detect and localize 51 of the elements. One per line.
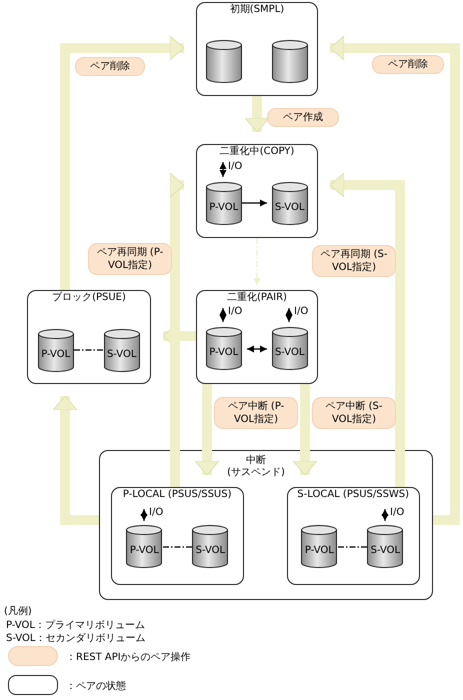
arrow: [220, 308, 226, 322]
arrow: [286, 308, 292, 322]
state-box: [286, 486, 420, 585]
legend-note: S-VOL：セカンダリボリューム: [6, 632, 146, 645]
connector-line: [163, 546, 193, 548]
transition-arrow: [60, 36, 184, 290]
transition-arrow: [244, 96, 270, 132]
legend-text: ：ペアの状態: [66, 680, 126, 693]
state-title: S-LOCAL (PSUS/SSWS): [296, 488, 410, 501]
state-box: [196, 144, 318, 238]
transition-arrow: [330, 172, 405, 487]
transition-arrow: [292, 384, 318, 476]
arrow: [247, 346, 267, 352]
edge-label: I/O: [228, 161, 242, 172]
state-box: [110, 486, 244, 585]
connector-line: [74, 349, 104, 351]
transition-arrow: [170, 172, 184, 487]
edge-label: I/O: [149, 507, 164, 518]
operation-label: ペア削除: [75, 57, 145, 76]
legend-heading: (凡例): [4, 605, 32, 618]
state-title: P-LOCAL (PSUS/SSUS): [122, 488, 233, 501]
arrow: [140, 509, 148, 521]
connector-line: [338, 546, 368, 548]
state-box: [196, 2, 318, 96]
arrow: [254, 238, 260, 285]
group-box: [99, 450, 433, 600]
edge-label: I/O: [390, 507, 404, 518]
operation-label: ペア再同期 (P-VOL指定): [88, 243, 172, 275]
transition-arrow: [194, 384, 220, 476]
arrow: [220, 162, 226, 177]
operation-label: ペア削除: [372, 55, 444, 74]
edge-label: I/O: [228, 306, 242, 317]
legend-text: ：REST APIからのペア操作: [66, 651, 191, 664]
state-title: ブロック(PSUE): [51, 292, 127, 304]
operation-label: ペア作成: [267, 108, 339, 127]
operation-label: ペア再同期 (S-VOL指定): [312, 245, 396, 277]
state-title: 二重化中(COPY): [218, 146, 296, 158]
state-title: 中断 (サスペンド): [226, 455, 286, 479]
edge-label: I/O: [294, 306, 308, 317]
legend-note: P-VOL：プライマリボリューム: [6, 618, 145, 632]
state-box: [196, 290, 318, 384]
volume-cylinder: [272, 40, 308, 83]
operation-label: ペア中断 (P-VOL指定): [214, 397, 298, 429]
arrow: [382, 509, 388, 521]
transition-arrow: [330, 36, 460, 525]
volume-cylinder: [206, 40, 242, 83]
state-title: 二重化(PAIR): [226, 292, 288, 304]
state-box: [27, 290, 151, 384]
operation-label: ペア中断 (S-VOL指定): [312, 397, 396, 429]
state-title: 初期(SMPL): [228, 4, 286, 16]
arrow: [242, 200, 267, 206]
